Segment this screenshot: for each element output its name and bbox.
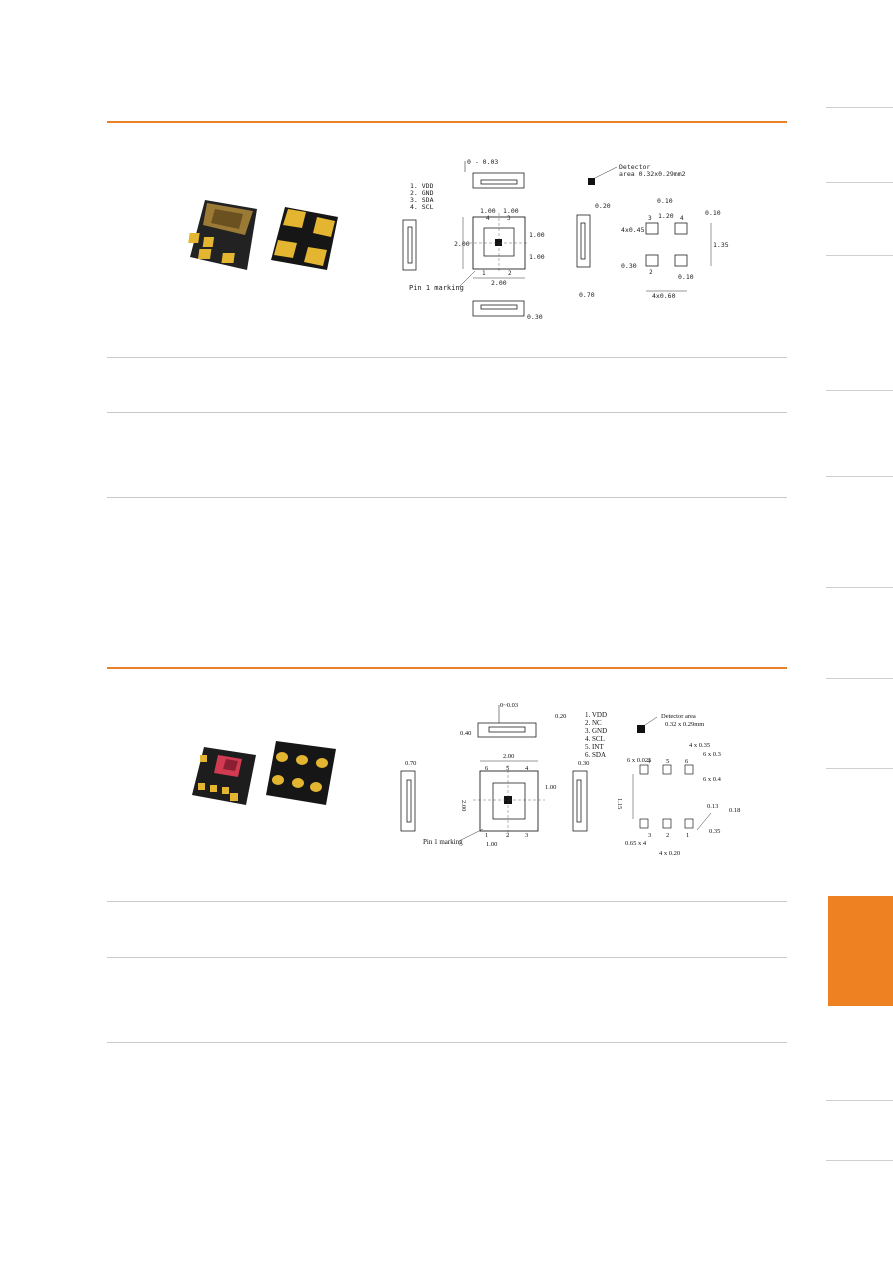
dim-0.65x4: 0.65 x 4 — [625, 840, 647, 847]
pin-list-item: 4. SCL — [585, 735, 605, 743]
side-divider — [826, 107, 893, 108]
pin-number: 1 — [485, 832, 488, 839]
dim-1.00: 1.00 — [503, 207, 519, 215]
dim-1.20: 1.20 — [658, 212, 674, 220]
product-photo-4pin — [188, 200, 338, 270]
detector-label: 0.32 x 0.29mm — [665, 721, 704, 728]
dim-flatness: 0~0.03 — [500, 702, 518, 709]
pin-number: 4 — [680, 215, 684, 222]
dim-2.00: 2.00 — [454, 240, 470, 248]
pin-number: 3 — [525, 832, 528, 839]
pin-list-item: 5. INT — [585, 743, 604, 751]
side-divider — [826, 182, 893, 183]
row-divider — [107, 412, 787, 413]
dim-4x0.20: 4 x 0.20 — [659, 850, 680, 857]
detector-label: area 0.32x0.29mm2 — [619, 170, 686, 178]
dim-1.00: 1.00 — [480, 207, 496, 215]
row-divider — [107, 357, 787, 358]
dim-2.00: 2.00 — [503, 753, 514, 760]
dim-6x0.3: 6 x 0.3 — [703, 751, 721, 758]
pin-number: 3 — [648, 215, 652, 222]
row-divider — [107, 957, 787, 958]
pin-number: 6 — [685, 758, 689, 765]
side-divider — [826, 255, 893, 256]
row-divider — [107, 497, 787, 498]
pin-number: 6 — [485, 765, 489, 772]
dim-0.30: 0.30 — [578, 760, 589, 767]
package-drawing-4pin: 1. VDD 2. GND 3. SDA 4. SCL 0 - 0.03 1.0… — [402, 158, 729, 321]
dim-1.00: 1.00 — [529, 253, 545, 261]
side-divider — [826, 678, 893, 679]
dim-0.30: 0.30 — [621, 262, 637, 270]
dim-0.35: 0.35 — [709, 828, 720, 835]
pin-list-item: 1. VDD — [585, 711, 607, 719]
side-divider — [826, 476, 893, 477]
dim-1.00: 1.00 — [545, 784, 556, 791]
pin-list-item: 1. VDD — [410, 182, 434, 190]
pin-number: 4 — [647, 758, 651, 765]
pin-number: 2 — [506, 832, 509, 839]
pin1-marking-label: Pin 1 marking — [409, 284, 464, 292]
pin-list-item: 2. GND — [410, 189, 434, 197]
dim-4x0.60: 4x0.60 — [652, 292, 676, 300]
pin-number: 4 — [525, 765, 529, 772]
dim-0.70: 0.70 — [579, 291, 595, 299]
dim-0.20: 0.20 — [595, 202, 611, 210]
side-divider — [826, 1160, 893, 1161]
dim-0.18: 0.18 — [729, 807, 740, 814]
section-rule — [107, 667, 787, 669]
dim-1.35: 1.35 — [713, 241, 729, 249]
pin-list-item: 2. NC — [585, 719, 602, 727]
detector-label: Detector — [619, 163, 650, 171]
row-divider — [107, 901, 787, 902]
dim-0.10: 0.10 — [657, 197, 673, 205]
side-divider — [826, 390, 893, 391]
pin-number: 2 — [508, 270, 512, 277]
pin-number: 1 — [686, 832, 689, 839]
dim-0.13: 0.13 — [707, 803, 718, 810]
side-divider — [826, 587, 893, 588]
pin-number: 3 — [648, 832, 651, 839]
dim-0.20: 0.20 — [555, 713, 566, 720]
dim-1.00: 1.00 — [529, 231, 545, 239]
section-rule — [107, 121, 787, 123]
pin-list-item: 6. SDA — [585, 751, 606, 759]
pin-number: 2 — [666, 832, 669, 839]
dim-6x0.025: 6 x 0.025 — [627, 757, 651, 764]
side-divider — [826, 1100, 893, 1101]
row-divider — [107, 1042, 787, 1043]
dim-1.15: 1.15 — [616, 798, 623, 809]
dim-0.70: 0.70 — [405, 760, 416, 767]
pin-list-item: 3. SDA — [410, 196, 434, 204]
pin-list-item: 3. GND — [585, 727, 607, 735]
dim-0.10: 0.10 — [678, 273, 694, 281]
pin-number: 4 — [486, 215, 490, 222]
pin-number: 3 — [507, 215, 511, 222]
dim-2.00: 2.00 — [460, 800, 467, 811]
pin1-marking-label: Pin 1 marking — [423, 838, 463, 846]
pin-number: 5 — [506, 765, 509, 772]
dim-0.40: 0.40 — [460, 730, 471, 737]
package-drawing-6pin: 0~0.03 0.20 0.40 1. VDD 2. NC 3. GND 4. … — [400, 702, 740, 857]
pin-number: 5 — [666, 758, 669, 765]
dim-4x0.45: 4x0.45 — [621, 226, 645, 234]
side-tab-active[interactable] — [828, 896, 893, 1006]
pin-number: 1 — [482, 270, 486, 277]
side-divider — [826, 768, 893, 769]
dim-flatness: 0 - 0.03 — [467, 158, 498, 166]
dim-1.00: 1.00 — [486, 841, 497, 848]
product-photo-6pin — [192, 741, 336, 805]
detector-label: Detector area — [661, 713, 696, 720]
pin-number: 2 — [649, 269, 653, 276]
dim-2.00: 2.00 — [491, 279, 507, 287]
pin-list-item: 4. SCL — [410, 203, 434, 211]
dim-0.30: 0.30 — [527, 313, 543, 321]
dim-6x0.4: 6 x 0.4 — [703, 776, 722, 783]
dim-4x0.35: 4 x 0.35 — [689, 742, 710, 749]
dim-0.10: 0.10 — [705, 209, 721, 217]
